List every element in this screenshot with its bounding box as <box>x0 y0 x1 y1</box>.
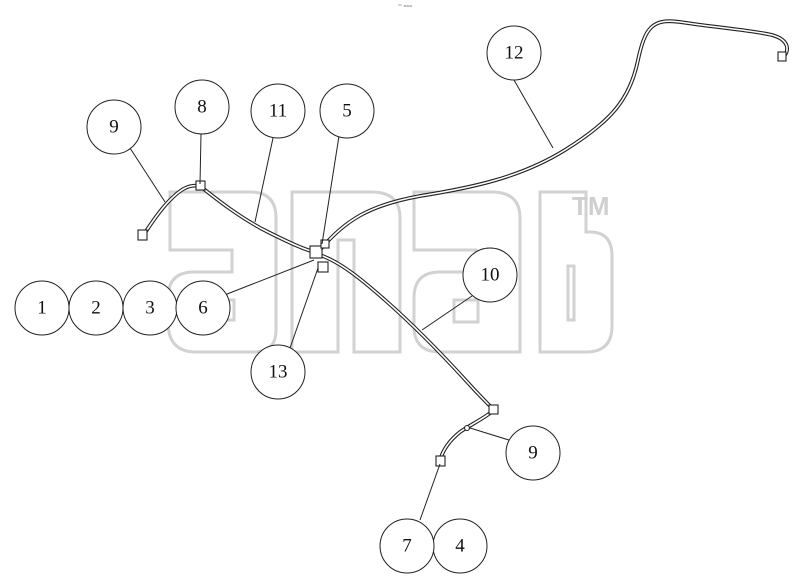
callout-label: 12 <box>505 43 524 64</box>
callout-label: 13 <box>269 362 288 383</box>
callout-label: 5 <box>342 101 352 122</box>
callout-label: 9 <box>109 117 119 138</box>
callout-label: 11 <box>269 101 287 122</box>
clip-fitting <box>320 239 330 249</box>
callout-8: 8 <box>174 79 230 135</box>
callout-label: 6 <box>198 298 208 319</box>
bracket-fitting <box>317 261 329 273</box>
callout-11: 11 <box>250 83 306 139</box>
callout-5: 5 <box>319 83 375 139</box>
tee-fitting <box>309 245 323 259</box>
callout-1: 1 <box>14 280 70 336</box>
top-mark: °° === <box>398 4 412 10</box>
callout-label: 10 <box>481 265 500 286</box>
clamp-fitting <box>463 424 471 432</box>
callout-label: 8 <box>197 97 207 118</box>
pipe-end-fitting <box>777 51 787 62</box>
callout-7: 7 <box>379 518 435 574</box>
callout-12: 12 <box>486 25 542 81</box>
joint-fitting-lower <box>488 404 499 415</box>
callout-4: 4 <box>432 518 488 574</box>
hose-end-fitting-lower <box>435 455 446 467</box>
callout-2: 2 <box>68 280 124 336</box>
callout-3: 3 <box>122 280 178 336</box>
watermark-tm: TM <box>572 191 610 221</box>
callout-label: 3 <box>145 298 155 319</box>
callout-label: 1 <box>37 298 47 319</box>
callout-6: 6 <box>175 280 231 336</box>
pipe-assembly <box>137 19 789 467</box>
callout-9-upper: 9 <box>86 99 142 155</box>
callout-10: 10 <box>462 247 518 303</box>
callout-label: 4 <box>455 536 465 557</box>
leader-lines <box>129 79 554 521</box>
callout-label: 9 <box>528 443 538 464</box>
callout-13: 13 <box>250 344 306 400</box>
hose-end-fitting <box>137 229 148 241</box>
callout-9-lower: 9 <box>505 425 561 481</box>
callout-label: 2 <box>91 298 101 319</box>
watermark-logo: TM <box>166 190 614 354</box>
callout-label: 7 <box>402 536 412 557</box>
